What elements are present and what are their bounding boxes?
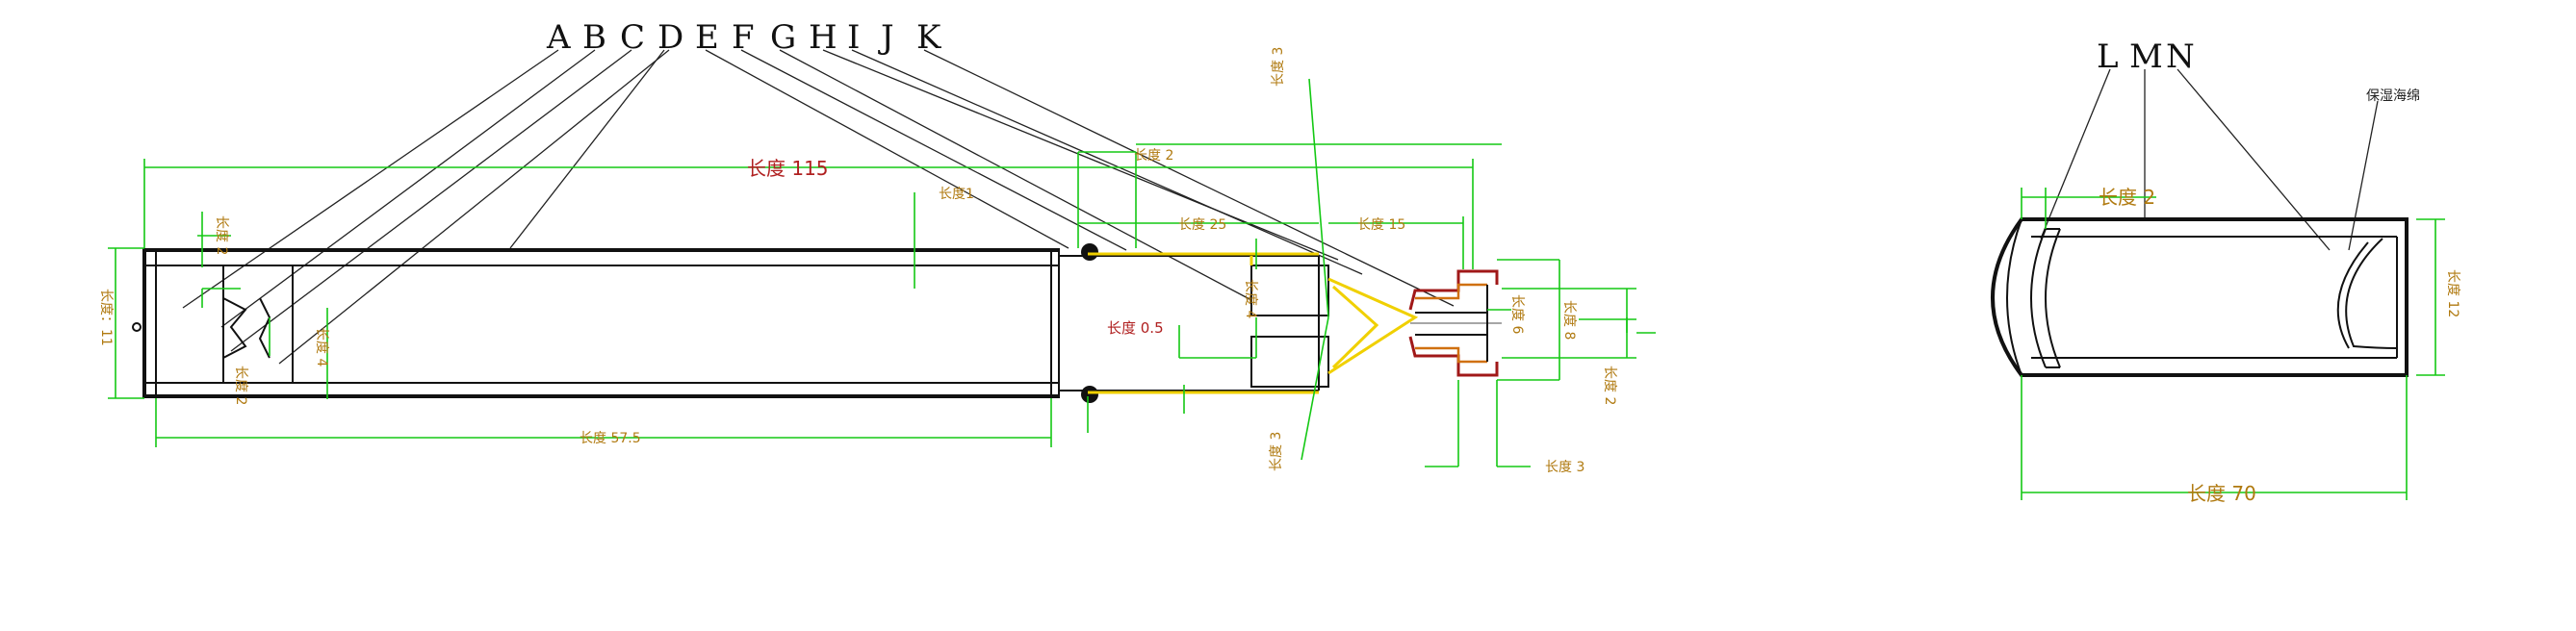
dimension-text-right: 长度 2 长度 12 长度 70 保湿海绵 <box>2099 88 2460 505</box>
dim-r-len70: 长度 70 <box>2187 482 2256 505</box>
dim-len05: 长度 0.5 <box>1107 319 1164 337</box>
letter-d: D <box>657 18 683 57</box>
letter-labels-right: L M N <box>2097 38 2195 76</box>
nib-holder <box>1059 243 1502 403</box>
cap-body <box>1991 217 2409 377</box>
letter-n: N <box>2166 38 2195 76</box>
letter-a: A <box>546 18 571 57</box>
dim-len1: 长度1 <box>939 187 974 202</box>
letter-m: M <box>2129 38 2163 76</box>
letter-l: L <box>2097 38 2119 76</box>
dim-r-len12: 长度 12 <box>2445 269 2460 317</box>
dimension-lines-right <box>2021 188 2445 500</box>
dim-len2-left: 长度 2 <box>214 215 229 255</box>
dim-len11: 长度：11 <box>98 289 114 346</box>
dim-len8: 长度 8 <box>1561 300 1577 340</box>
letter-c: C <box>620 18 645 57</box>
dim-len3-bottom: 长度 3 <box>1269 432 1284 471</box>
dim-len25: 长度 25 <box>1178 217 1226 233</box>
leader-lines-right <box>2040 68 2379 251</box>
letter-k: K <box>916 18 941 57</box>
dim-len4: 长度 4 <box>314 327 329 366</box>
letter-j: J <box>878 18 894 57</box>
main-tube <box>132 248 1060 398</box>
dim-total-length: 长度 115 <box>747 157 829 180</box>
dim-len15: 长度 15 <box>1357 217 1405 233</box>
letter-f: F <box>732 18 755 57</box>
dim-len3-top: 长度 3 <box>1271 47 1286 87</box>
letter-g: G <box>770 18 796 57</box>
leader-lines-left <box>182 49 1455 365</box>
sponge-label: 保湿海绵 <box>2366 88 2420 104</box>
dim-len2-top: 长度 2 <box>1134 148 1173 164</box>
dimension-lines-left <box>108 78 1656 467</box>
dim-len4-mid: 长度 4 <box>1243 279 1258 318</box>
dim-len6: 长度 6 <box>1509 294 1525 334</box>
dim-r-len2: 长度 2 <box>2099 186 2155 209</box>
dim-len2-right: 长度 2 <box>1602 366 1617 405</box>
letter-i: I <box>847 18 860 57</box>
dimension-text-left: 长度 115 长度 2 长度 25 长度 15 长度1 长度 2 长度 2 长度… <box>98 47 1617 475</box>
letter-h: H <box>809 18 837 57</box>
dim-len3-right: 长度 3 <box>1545 460 1584 475</box>
dim-len2-small: 长度 2 <box>233 366 248 405</box>
dim-len575: 长度 57.5 <box>580 431 641 446</box>
